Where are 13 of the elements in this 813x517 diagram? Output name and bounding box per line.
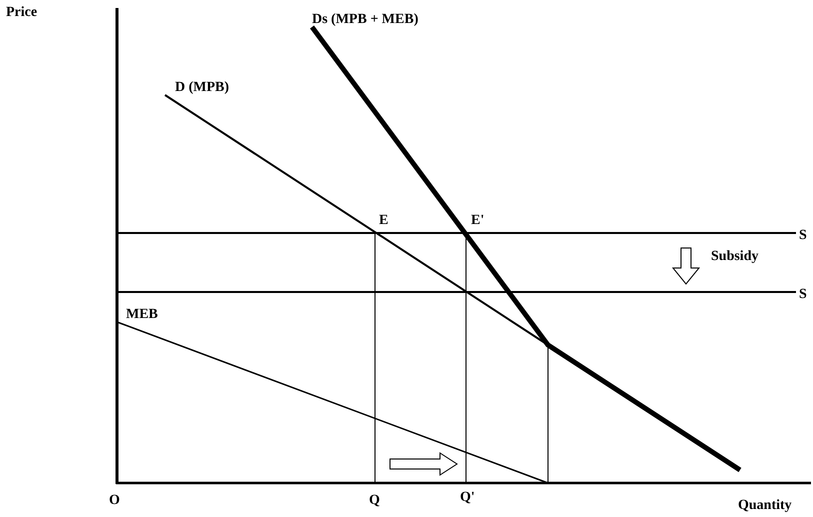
curve-label: D (MPB) bbox=[175, 79, 230, 97]
origin-label: O bbox=[109, 492, 120, 510]
annotation-label: Subsidy bbox=[711, 248, 758, 266]
curve-label: MEB bbox=[126, 306, 158, 324]
point-label: E bbox=[379, 212, 388, 230]
tick-label: Q bbox=[369, 492, 380, 510]
tick-label: Q' bbox=[460, 489, 475, 507]
point-label: E' bbox=[471, 212, 484, 230]
curve-label: Ds (MPB + MEB) bbox=[312, 11, 418, 29]
curve-label: S bbox=[799, 286, 807, 304]
axis-label: Price bbox=[6, 4, 38, 22]
axis-label: Quantity bbox=[738, 497, 792, 515]
curve-label: S bbox=[799, 227, 807, 245]
